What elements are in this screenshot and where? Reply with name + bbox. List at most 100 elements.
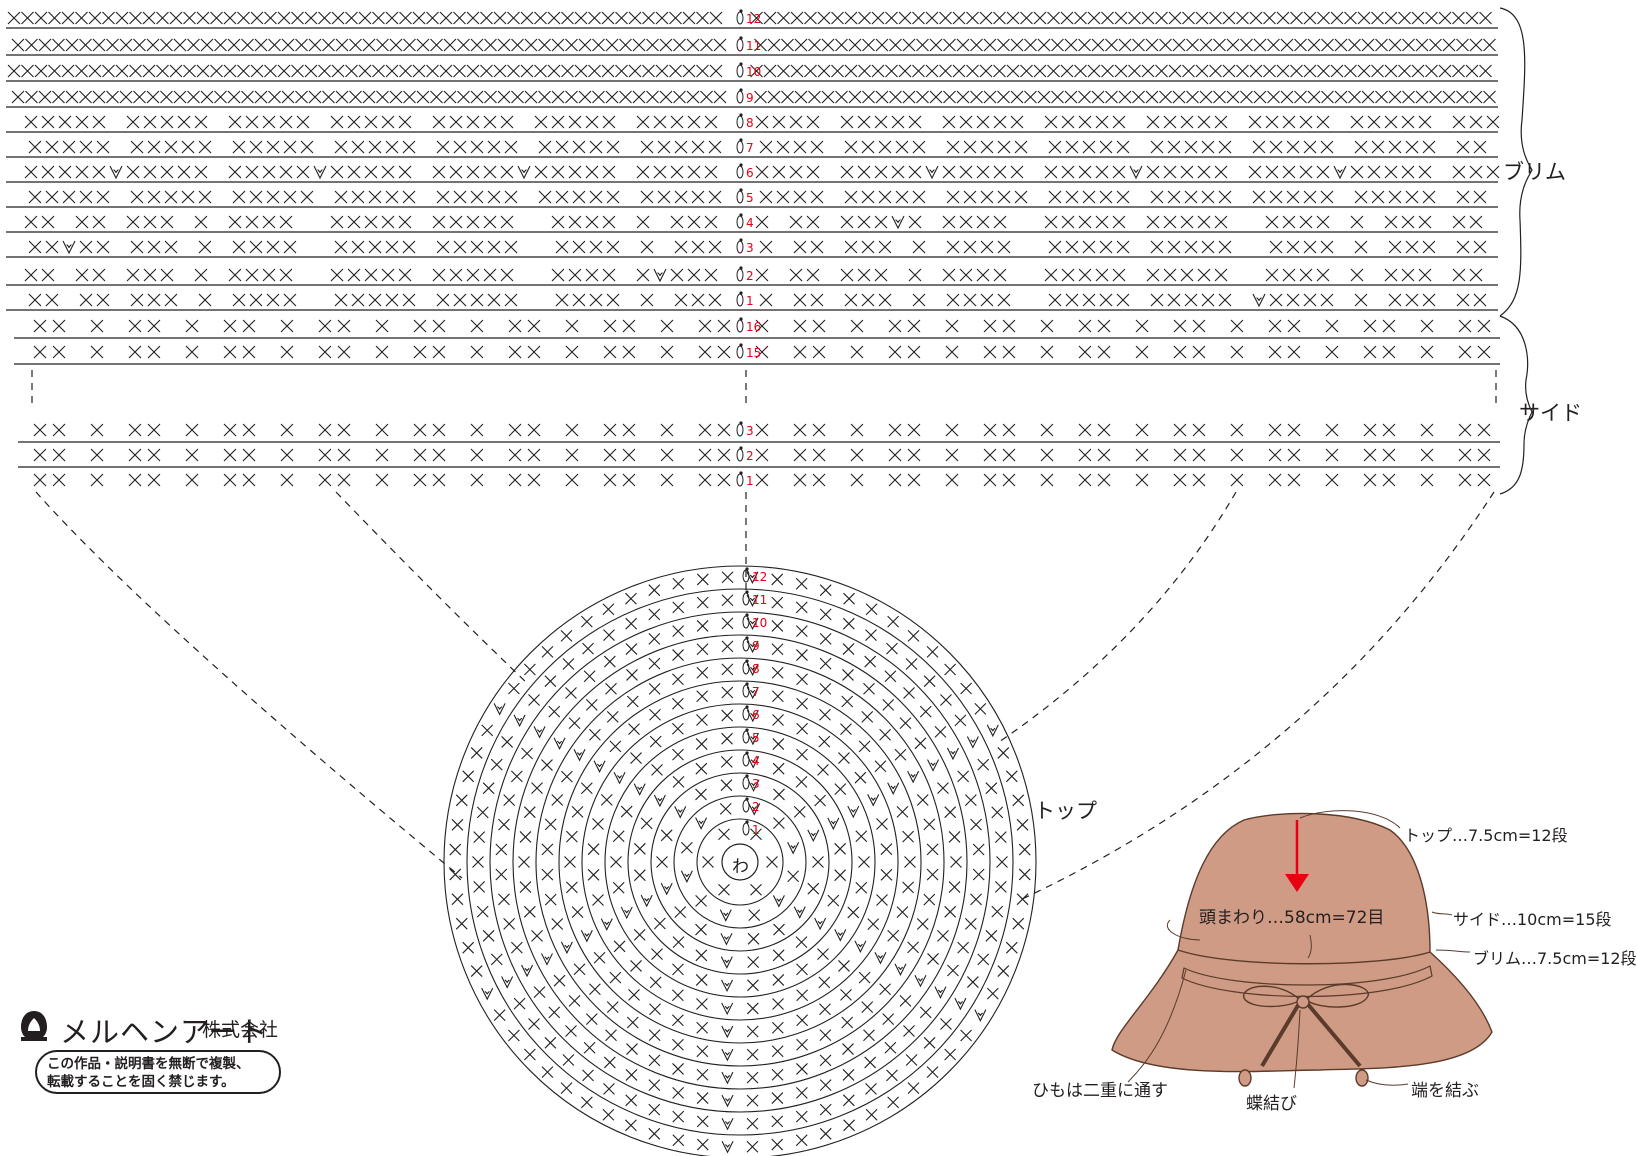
slip-stitch-dot (745, 797, 749, 801)
single-crochet-symbol (335, 90, 349, 104)
single-crochet-symbol (106, 90, 119, 104)
single-crochet-symbol (523, 806, 536, 819)
single-crochet-symbol (90, 473, 104, 487)
single-crochet-symbol (946, 190, 960, 204)
single-crochet-symbol (1195, 64, 1209, 78)
increase-symbol (660, 882, 673, 896)
single-crochet-symbol (850, 448, 864, 462)
single-crochet-symbol (551, 115, 565, 129)
single-crochet-symbol (1078, 38, 1091, 52)
single-crochet-symbol (646, 38, 659, 52)
single-crochet-symbol (763, 64, 777, 78)
single-crochet-symbol (1192, 448, 1206, 462)
single-crochet-symbol (476, 806, 489, 819)
single-crochet-symbol (318, 345, 332, 359)
single-crochet-symbol (625, 1069, 638, 1081)
single-crochet-symbol (772, 998, 784, 1010)
single-crochet-symbol (524, 90, 538, 104)
single-crochet-symbol (358, 64, 372, 78)
single-crochet-symbol (907, 448, 921, 462)
single-crochet-symbol (887, 929, 900, 942)
single-crochet-symbol (894, 748, 907, 761)
single-crochet-symbol (923, 818, 936, 831)
single-crochet-symbol (687, 165, 701, 179)
chain-stitch-symbol (742, 799, 750, 813)
single-crochet-symbol (130, 293, 144, 307)
single-crochet-symbol (1150, 140, 1164, 154)
single-crochet-symbol (349, 90, 362, 104)
single-crochet-symbol (1371, 140, 1385, 154)
single-crochet-symbol (500, 215, 514, 229)
single-crochet-symbol (674, 906, 687, 919)
single-crochet-symbol (1184, 140, 1198, 154)
single-crochet-symbol (1159, 38, 1172, 52)
single-crochet-symbol (1230, 423, 1244, 437)
single-crochet-symbol (277, 11, 291, 25)
single-crochet-symbol (304, 64, 318, 78)
single-crochet-symbol (1095, 215, 1109, 229)
single-crochet-symbol (858, 64, 871, 78)
single-crochet-symbol (500, 268, 514, 282)
single-crochet-symbol (1479, 11, 1492, 25)
crown-round-line (650, 772, 830, 952)
single-crochet-symbol (814, 794, 827, 807)
single-crochet-symbol (1163, 215, 1177, 229)
single-crochet-symbol (966, 64, 979, 78)
single-crochet-symbol (413, 319, 427, 333)
single-crochet-symbol (281, 38, 295, 52)
single-crochet-symbol (1415, 38, 1429, 52)
single-crochet-symbol (331, 64, 345, 78)
single-crochet-symbol (1230, 448, 1244, 462)
single-crochet-symbol (102, 64, 115, 78)
single-crochet-symbol (147, 190, 161, 204)
single-crochet-symbol (1163, 268, 1177, 282)
single-crochet-symbol (696, 11, 709, 25)
single-crochet-symbol (879, 983, 891, 996)
single-crochet-symbol (671, 722, 684, 735)
single-crochet-symbol (533, 986, 546, 999)
single-crochet-symbol (795, 577, 808, 590)
single-crochet-symbol (979, 11, 993, 25)
crown-round-line (696, 818, 784, 906)
single-crochet-symbol (648, 1079, 661, 1092)
single-crochet-symbol (481, 724, 494, 737)
single-crochet-symbol (487, 293, 501, 307)
single-crochet-symbol (589, 293, 603, 307)
single-crochet-symbol (1014, 140, 1028, 154)
single-crochet-symbol (555, 140, 569, 154)
single-crochet-symbol (964, 917, 977, 930)
single-crochet-symbol (879, 728, 891, 741)
single-crochet-symbol (708, 190, 722, 204)
increase-symbol (640, 894, 653, 908)
single-crochet-symbol (842, 1094, 855, 1107)
single-crochet-symbol (568, 165, 582, 179)
single-crochet-symbol (449, 215, 463, 229)
single-crochet-symbol (1398, 11, 1411, 25)
single-crochet-symbol (490, 758, 503, 771)
single-crochet-symbol (48, 11, 61, 25)
single-crochet-symbol (1167, 293, 1181, 307)
single-crochet-symbol (1473, 293, 1487, 307)
single-crochet-symbol (119, 90, 133, 104)
increase-symbol (720, 933, 733, 946)
single-crochet-symbol (497, 38, 511, 52)
row-number: 6 (746, 166, 754, 180)
single-crochet-symbol (143, 215, 157, 229)
single-crochet-symbol (538, 140, 552, 154)
single-crochet-symbol (250, 64, 264, 78)
single-crochet-symbol (601, 11, 615, 25)
single-crochet-symbol (196, 64, 210, 78)
single-crochet-symbol (432, 115, 446, 129)
single-crochet-symbol (695, 974, 708, 986)
single-crochet-symbol (1135, 448, 1149, 462)
single-crochet-symbol (279, 115, 293, 129)
single-crochet-symbol (466, 115, 480, 129)
single-crochet-symbol (888, 319, 902, 333)
single-crochet-symbol (603, 473, 617, 487)
single-crochet-symbol (844, 140, 858, 154)
increase-symbol (807, 829, 820, 843)
single-crochet-symbol (1425, 64, 1438, 78)
slip-stitch-dot (739, 113, 743, 117)
single-crochet-symbol (841, 695, 854, 708)
single-crochet-symbol (746, 1025, 759, 1038)
